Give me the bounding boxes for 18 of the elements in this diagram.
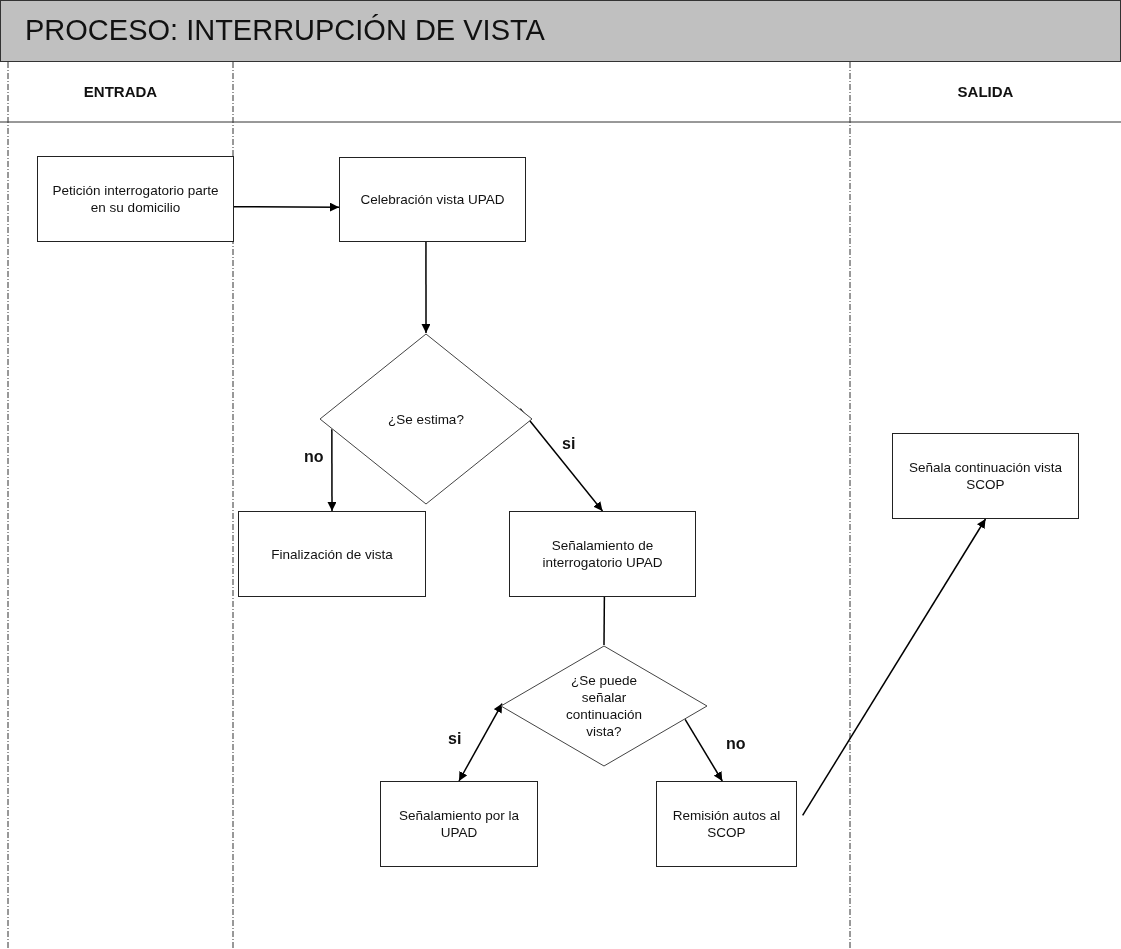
lane-header: SALIDA <box>957 81 1014 102</box>
arrow <box>801 518 987 817</box>
process-box: Señalamiento por la UPAD <box>380 781 538 867</box>
process-box: Celebración vista UPAD <box>339 157 526 242</box>
arrow <box>421 241 431 334</box>
process-box: Petición interrogatorio parte en su domicilio <box>37 156 234 242</box>
arrow <box>684 718 723 782</box>
arrow <box>327 428 337 512</box>
title-bar: PROCESO: INTERRUPCIÓN DE VISTA <box>0 0 1121 62</box>
arrow <box>519 407 604 512</box>
decision-diamond: ¿Se puede señalar continuación vista? <box>500 645 708 767</box>
arrow <box>458 702 503 782</box>
process-box: Señala continuación vista SCOP <box>892 433 1079 519</box>
arrow <box>233 202 340 212</box>
process-box: Remisión autos al SCOP <box>656 781 797 867</box>
process-box: Señalamiento de interrogatorio UPAD <box>509 511 696 597</box>
process-box: Finalización de vista <box>238 511 426 597</box>
lane-header: ENTRADA <box>83 81 158 102</box>
